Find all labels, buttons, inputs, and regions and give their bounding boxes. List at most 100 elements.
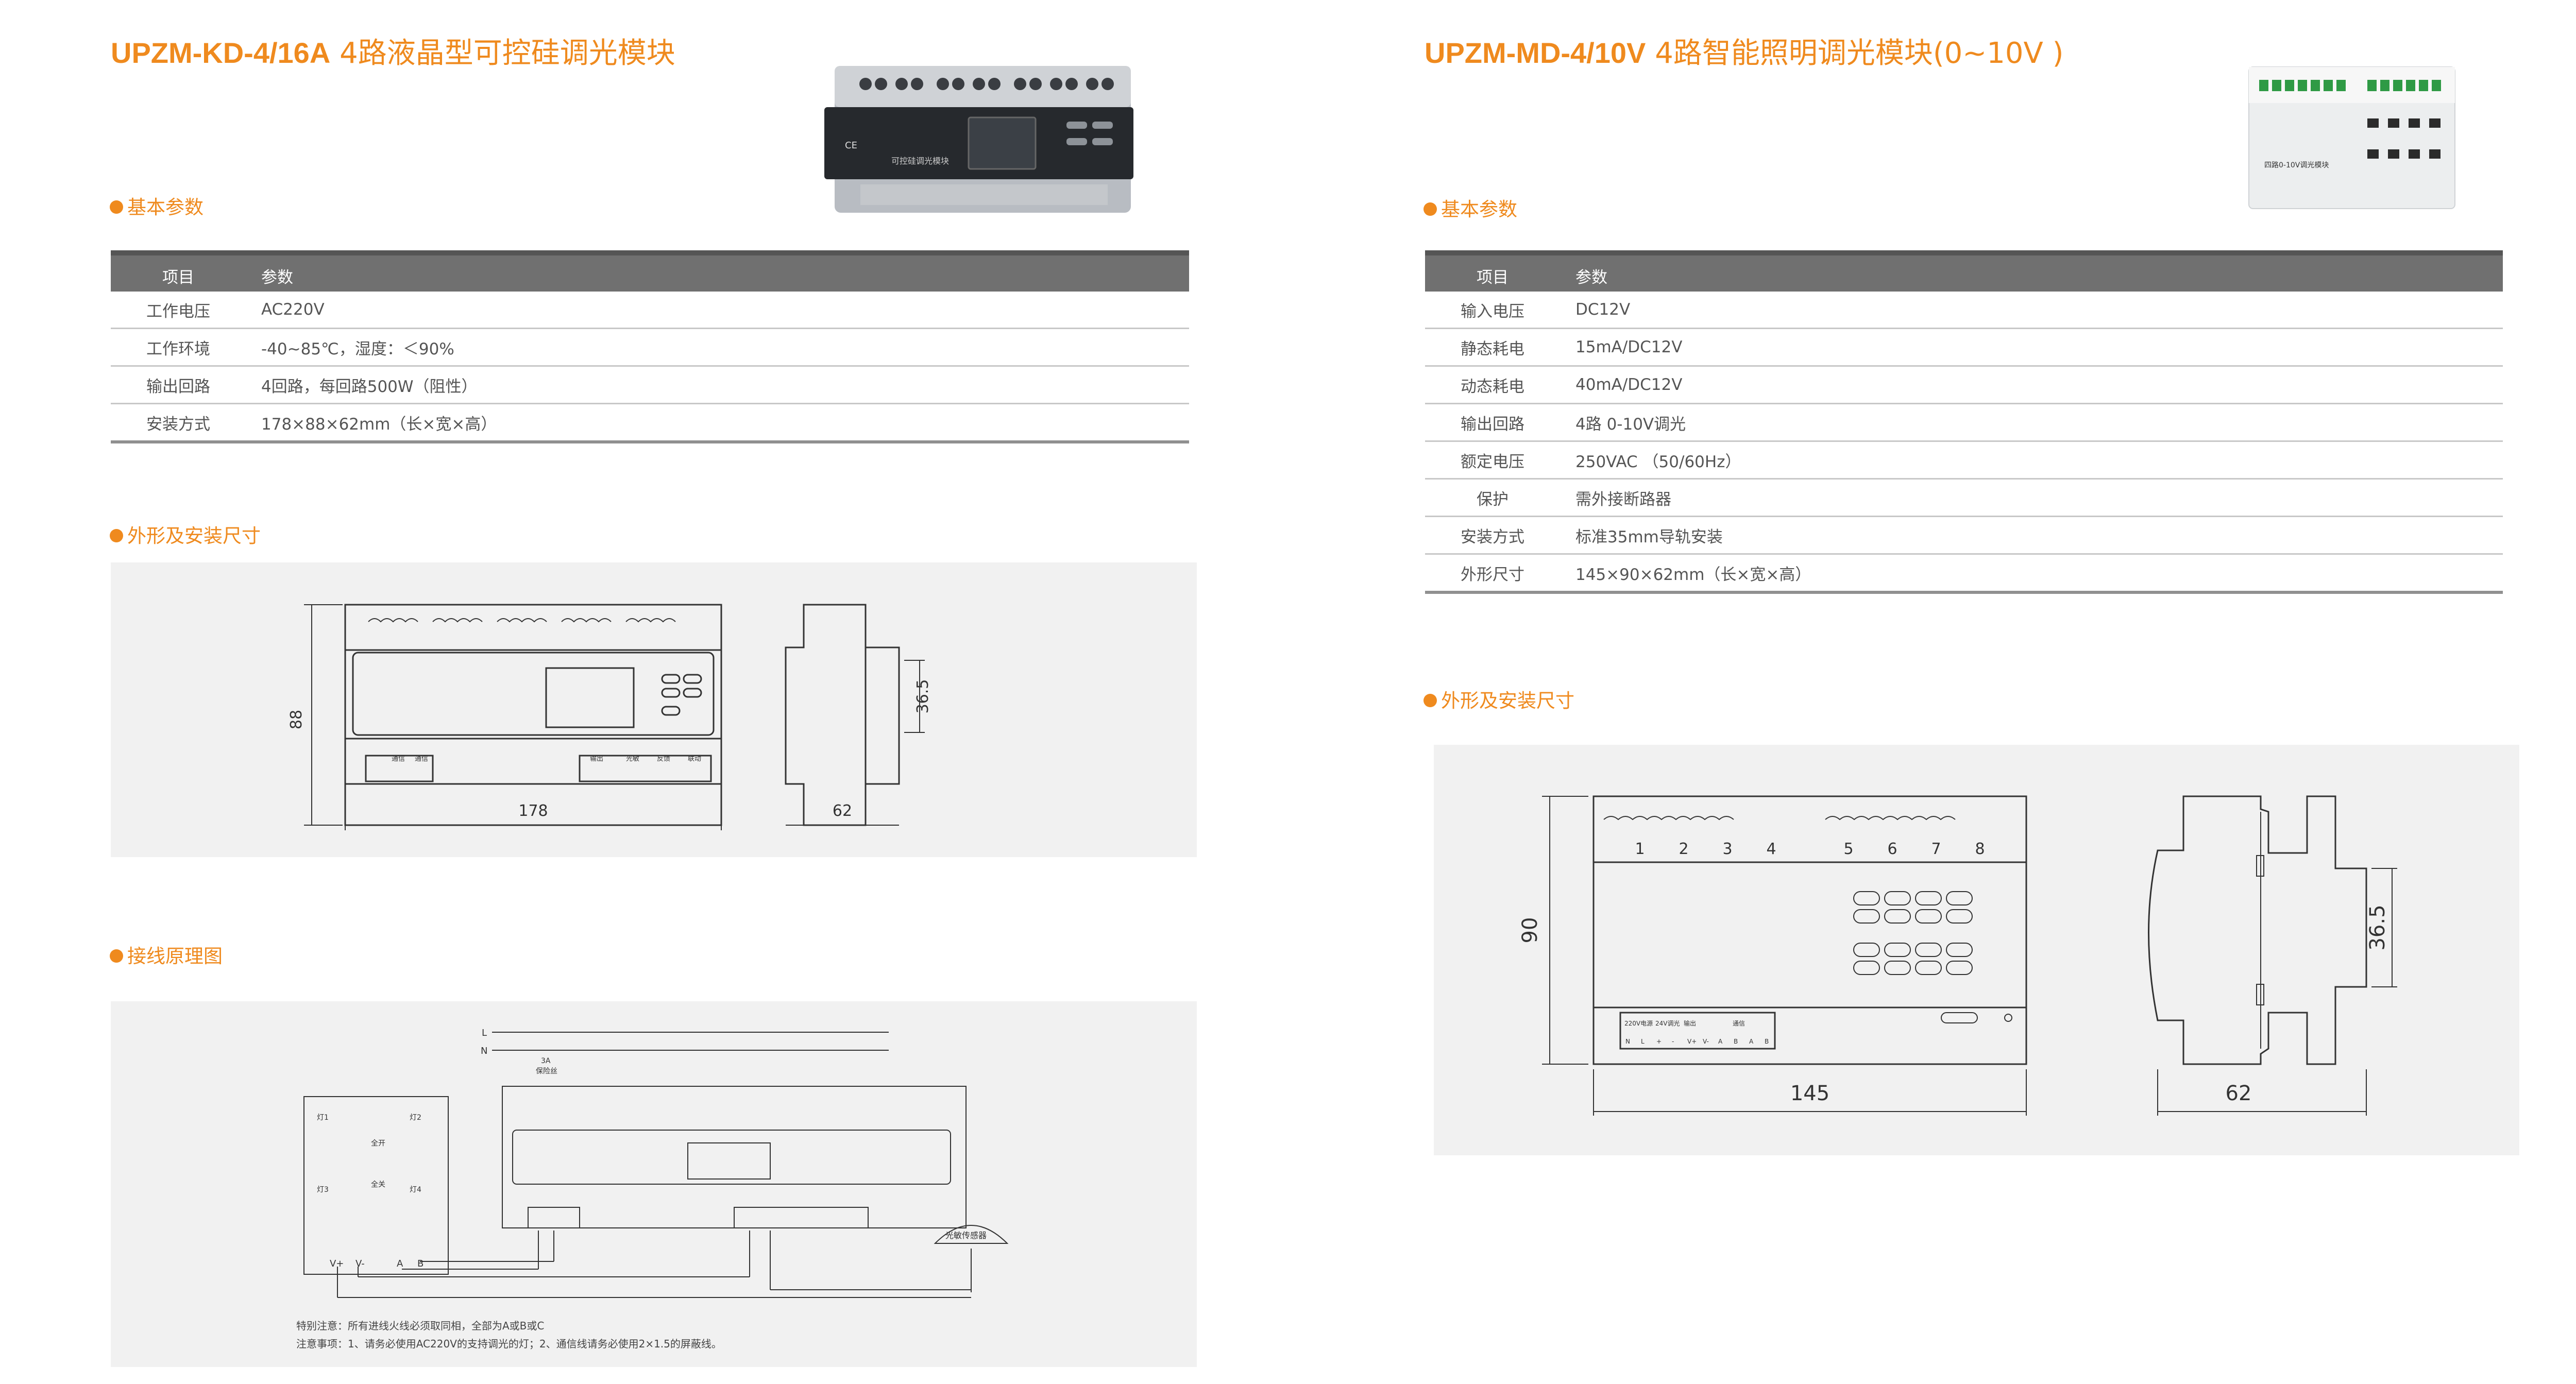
table-row: 安装方式标准35mm导轨安装 [1425,516,2503,555]
table-header-param: 参数 [246,250,1189,292]
terminal-pin-label: B [1734,1038,1738,1045]
left-terminal-comm2: 通信 [415,755,428,763]
channel-number: 4 [1766,840,1776,858]
bullet-dot [110,528,123,542]
channel-number: 3 [1722,840,1732,858]
left-section-wiring: 接线原理图 [110,941,223,968]
channel-number: 6 [1887,840,1897,858]
table-row: 工作环境-40~85℃，湿度：＜90% [111,328,1189,367]
table-header-item: 项目 [111,250,246,292]
right-title-code: UPZM-MD-4/10V [1425,37,1646,69]
terminal-pin-label: L [1641,1038,1645,1045]
right-product-photo: 四路0-10V调光模块 [2248,66,2455,209]
bus-label-vminus: V- [355,1258,365,1269]
table-cell-item: 保护 [1425,479,1560,517]
bus-label-b: B [417,1258,423,1269]
right-section-dims: 外形及安装尺寸 [1423,685,1574,713]
channel-number: 8 [1975,840,1985,858]
left-title-code: UPZM-KD-4/16A [111,37,331,69]
right-section-params: 基本参数 [1423,194,1517,221]
wiring-breaker-current: 3A [541,1057,551,1065]
left-terminal-comm1: 通信 [392,755,405,763]
table-row: 保护需外接断路器 [1425,479,2503,517]
left-dim-depth: 62 [833,802,852,820]
table-cell-item: 工作环境 [111,328,246,367]
right-dims-panel [1434,745,2519,1155]
table-cell-item: 输出回路 [1425,403,1560,442]
left-dims-panel [111,562,1197,857]
table-header-param: 参数 [1560,250,2503,292]
terminal-pin-label: B [1765,1038,1769,1045]
right-photo-label: 四路0-10V调光模块 [2264,161,2329,169]
table-cell-item: 静态耗电 [1425,328,1560,367]
terminal-pin-label: A [1749,1038,1754,1045]
wiring-line-n: N [481,1046,487,1056]
terminal-group-label: 输出 [1684,1019,1696,1027]
right-dim-depth: 62 [2226,1082,2252,1105]
table-header-row: 项目 参数 [111,250,1189,292]
terminal-group-label: 通信 [1733,1020,1745,1027]
right-dim-rail: 36.5 [2366,904,2389,950]
left-terminal-feedback: 反馈 [657,755,670,763]
right-dims-drawing: 1 2 3 4 5 6 7 8 220V电源 24V调光 输出 通信 N L +… [1518,795,2397,1116]
bullet-dot [110,949,123,963]
table-header-row: 项目 参数 [1425,250,2503,292]
left-section-params-label: 基本参数 [127,196,204,218]
panel-button-lamp1: 灯1 [317,1114,329,1122]
wiring-line-l: L [482,1028,487,1038]
right-title-name: 4路智能照明调光模块(0~10V ) [1655,37,2064,70]
table-cell-value: 15mA/DC12V [1560,328,2503,367]
table-cell-value: 4路 0-10V调光 [1560,403,2503,442]
left-wiring-diagram: L N 3A 保险丝 光敏传感器 灯1 灯2 灯3 灯4 全开 全关 V+ V-… [303,1028,1009,1298]
left-dim-width: 178 [518,802,548,820]
left-terminal-out: 输出 [590,755,603,763]
table-cell-value: 145×90×62mm（长×宽×高） [1560,554,2503,594]
table-cell-value: -40~85℃，湿度：＜90% [246,328,1189,367]
left-dim-height: 88 [287,710,306,729]
terminal-pin-label: A [1718,1038,1723,1045]
left-product-photo: CE 可控硅调光模块 [824,66,1133,213]
panel-button-all-off: 全关 [371,1180,385,1189]
left-product-title: UPZM-KD-4/16A 4路液晶型可控硅调光模块 [111,30,675,72]
terminal-pin-label: N [1625,1038,1630,1045]
right-product-title: UPZM-MD-4/10V 4路智能照明调光模块(0~10V ) [1425,30,2063,72]
panel-button-lamp2: 灯2 [410,1114,421,1122]
terminal-pin-label: + [1656,1038,1662,1045]
terminal-group-label: 220V电源 [1624,1020,1653,1027]
wiring-caution-note: 注意事项：1、请务必使用AC220V的支持调光的灯；2、通信线请务必使用2×1.… [296,1338,722,1350]
table-cell-value: 40mA/DC12V [1560,366,2503,404]
left-dims-drawing: 通信 通信 输出 光敏 反馈 联动 88 178 36.5 62 [287,604,932,830]
wiring-special-note: 特别注意：所有进线火线必须取同相，全部为A或B或C [296,1320,545,1332]
panel-button-lamp3: 灯3 [317,1186,329,1194]
table-cell-value: DC12V [1560,292,2503,329]
left-terminal-light: 光敏 [626,755,639,763]
table-cell-value: 250VAC （50/60Hz） [1560,441,2503,480]
svg-text:CE: CE [845,140,857,151]
table-cell-item: 动态耗电 [1425,366,1560,404]
table-cell-value: 178×88×62mm（长×宽×高） [246,403,1189,443]
channel-number: 5 [1843,840,1853,858]
table-header-item: 项目 [1425,250,1560,292]
bullet-dot [110,200,123,214]
left-section-dims: 外形及安装尺寸 [110,520,261,548]
channel-number: 2 [1679,840,1688,858]
left-terminal-linkage: 联动 [688,755,701,763]
right-section-params-label: 基本参数 [1441,198,1517,220]
wiring-sensor-label: 光敏传感器 [945,1231,987,1240]
terminal-pin-label: V- [1703,1038,1709,1045]
table-cell-item: 安装方式 [1425,516,1560,555]
table-cell-value: 标准35mm导轨安装 [1560,516,2503,555]
table-cell-item: 输入电压 [1425,292,1560,329]
left-section-params: 基本参数 [110,192,204,219]
channel-number: 7 [1931,840,1941,858]
left-dim-rail: 36.5 [914,679,932,714]
terminal-pin-label: - [1672,1038,1674,1045]
bullet-dot [1423,693,1437,707]
